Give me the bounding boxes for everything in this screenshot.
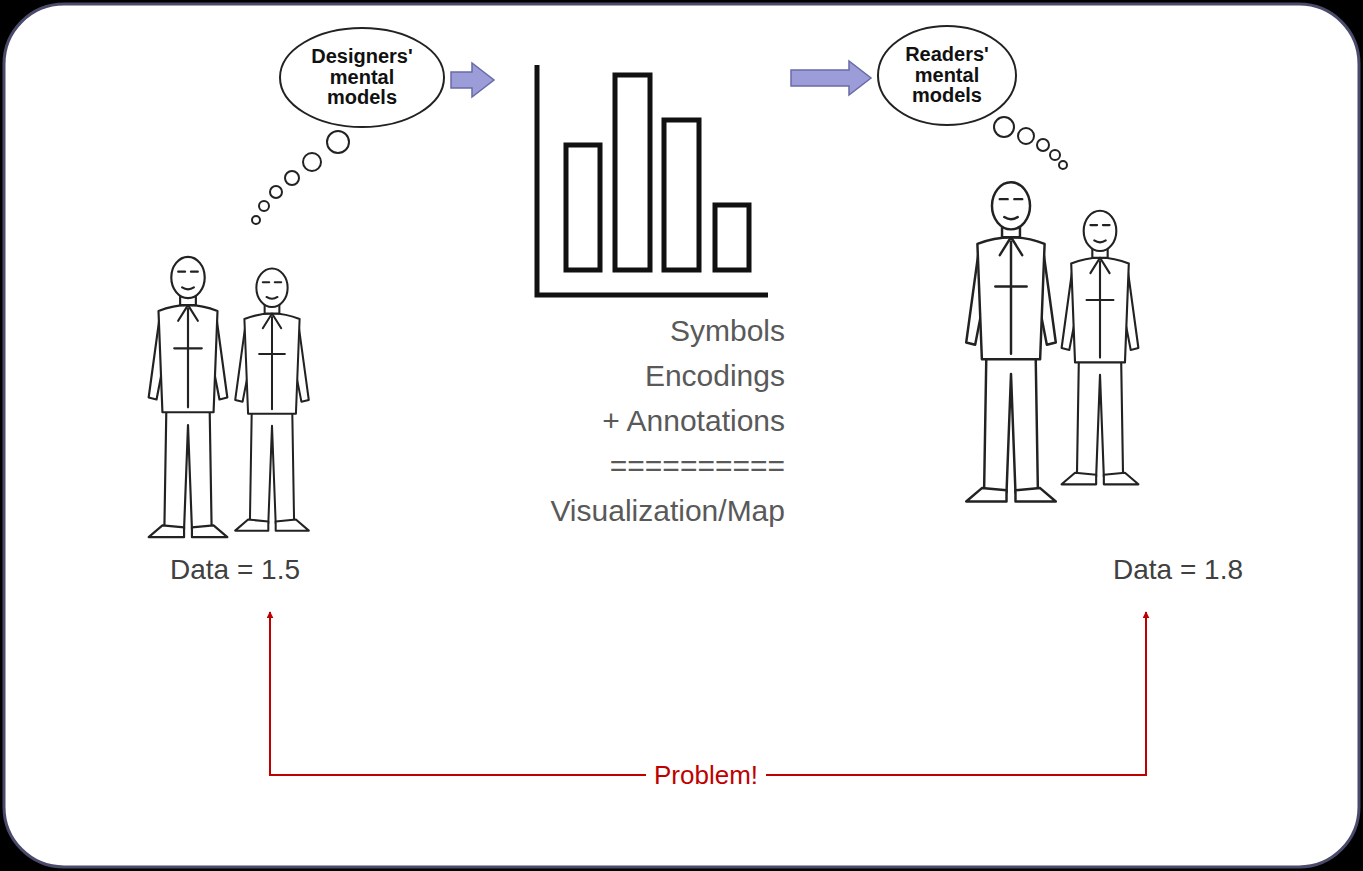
bar-chart-icon [715, 205, 749, 270]
bubble-outline [878, 26, 1016, 125]
thought-bubbles [270, 186, 282, 198]
people-illustration [149, 257, 228, 537]
thought-bubbles [1050, 150, 1060, 160]
people-illustration [966, 182, 1056, 501]
layer-text: Encodings [500, 353, 785, 398]
bubble-outline [279, 27, 445, 128]
bubble-outline [280, 28, 444, 127]
bubble-outline [877, 25, 1017, 126]
thought-bubbles [252, 117, 1067, 224]
layer-text: Visualization/Map [500, 488, 785, 533]
thought-bubbles [259, 201, 269, 211]
thought-bubble: Readers' mental models [877, 25, 1017, 126]
people-illustration [1062, 211, 1139, 485]
flow-arrow [451, 63, 494, 97]
bubble-text: Designers' mental models [311, 46, 412, 107]
data-value: Data = 1.8 [1113, 554, 1243, 585]
bubble-text: Readers' mental models [905, 44, 989, 105]
thought-bubbles [327, 131, 349, 153]
thought-bubbles [1018, 128, 1034, 144]
text-group: Designers' mental models [311, 46, 412, 107]
panel [4, 4, 1359, 867]
layer-text: Symbols [500, 308, 785, 353]
data-value: Data = 1.5 [170, 554, 300, 585]
thought-bubble: Designers' mental models [279, 27, 445, 128]
thought-bubbles [1059, 161, 1067, 169]
people-illustration [149, 182, 1139, 537]
bar-chart-icon [537, 65, 768, 295]
thought-bubbles [303, 153, 321, 171]
flow-arrow [791, 61, 871, 95]
people-illustration [235, 268, 309, 530]
bar-chart-icon [664, 120, 699, 270]
bar-chart-icon [537, 65, 768, 295]
thought-bubbles [252, 216, 260, 224]
bar-chart-icon [615, 75, 650, 270]
data-value: Data = 1.5 [170, 554, 300, 586]
problem-bracket [270, 612, 1146, 775]
thought-bubbles [285, 171, 299, 185]
thought-bubbles [1037, 139, 1049, 151]
layer-text: + Annotations [500, 398, 785, 443]
text-group: Readers' mental models [905, 44, 989, 105]
visualization-block: SymbolsEncodings+ Annotations==========V… [500, 60, 785, 533]
text-group: SymbolsEncodings+ Annotations==========V… [500, 308, 785, 533]
problem-label: Problem! [646, 760, 766, 791]
data-value: Data = 1.8 [1113, 554, 1243, 586]
bar-chart-icon [566, 145, 600, 270]
layer-text: ========== [500, 443, 785, 488]
problem-label: Problem! [646, 758, 766, 792]
thought-bubbles [994, 117, 1014, 137]
